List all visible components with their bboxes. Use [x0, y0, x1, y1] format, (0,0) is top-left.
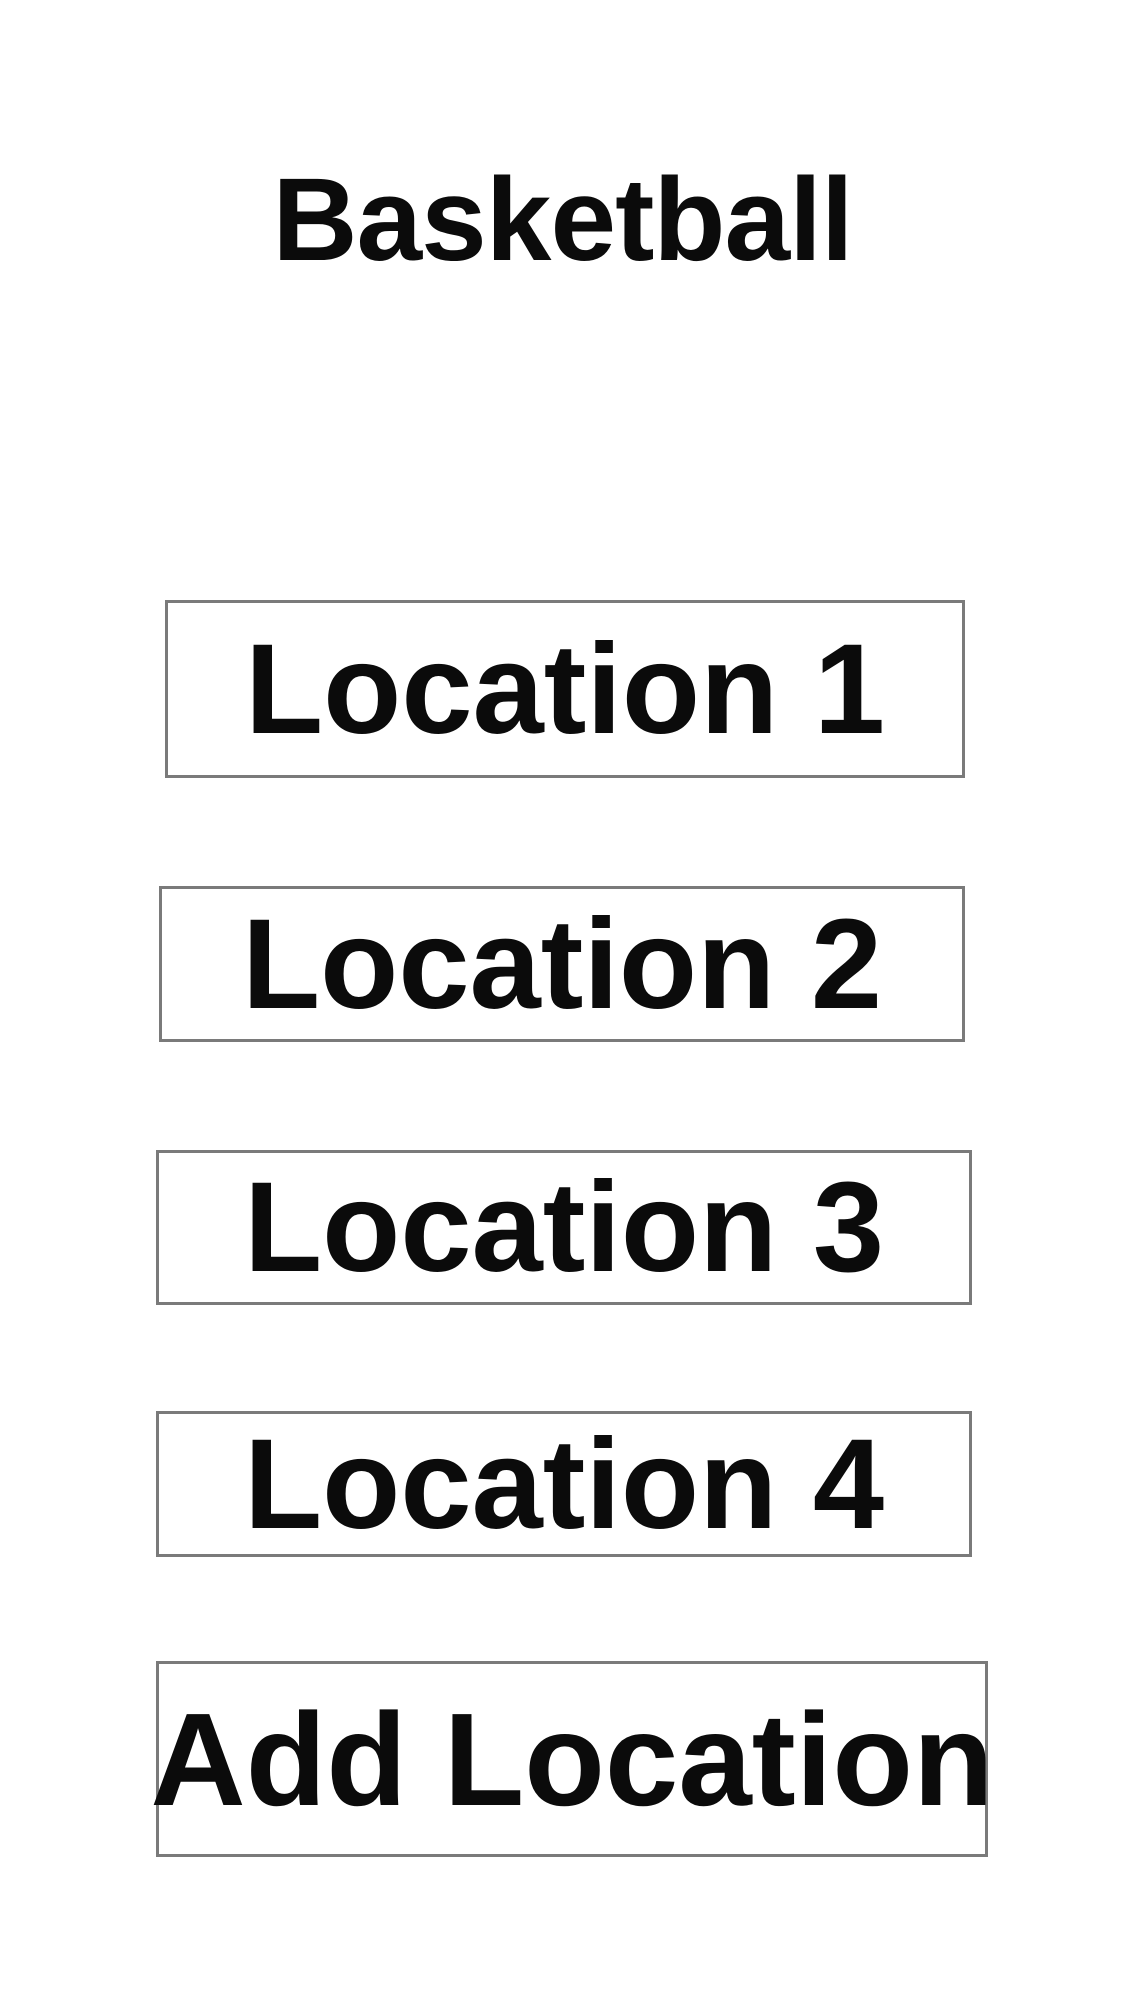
location-1-button[interactable]: Location 1 [165, 600, 965, 778]
location-2-label: Location 2 [241, 892, 883, 1036]
location-3-button[interactable]: Location 3 [156, 1150, 972, 1305]
location-4-button[interactable]: Location 4 [156, 1411, 972, 1557]
page-title: Basketball [272, 154, 853, 286]
location-1-label: Location 1 [244, 617, 886, 761]
add-location-label: Add Location [150, 1685, 994, 1833]
location-4-label: Location 4 [243, 1412, 885, 1556]
location-2-button[interactable]: Location 2 [159, 886, 965, 1042]
add-location-button[interactable]: Add Location [150, 1661, 994, 1857]
location-3-label: Location 3 [243, 1156, 885, 1299]
